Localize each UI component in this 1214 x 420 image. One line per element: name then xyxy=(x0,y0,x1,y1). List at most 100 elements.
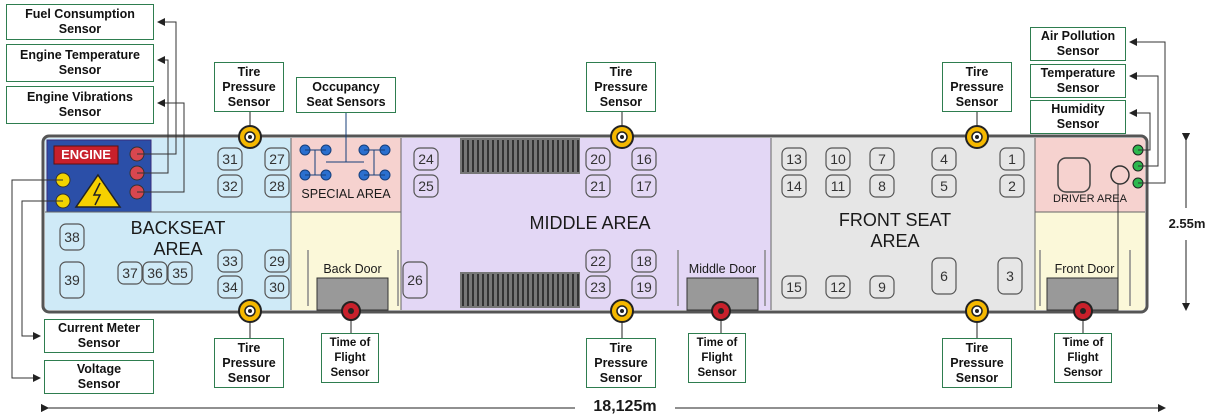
seat-8: 8 xyxy=(869,174,895,198)
engine-temperature-sensor-box: Engine Temperature Sensor xyxy=(6,44,154,82)
middle-door-label: Middle Door xyxy=(688,262,757,276)
seat-number: 32 xyxy=(222,178,238,194)
seat-2: 2 xyxy=(999,174,1025,198)
seat-7: 7 xyxy=(869,147,895,171)
seat-31: 31 xyxy=(217,147,243,171)
seat-37: 37 xyxy=(117,261,143,285)
front-zone xyxy=(771,138,1035,310)
seat-1: 1 xyxy=(999,147,1025,171)
seat-number: 14 xyxy=(786,178,802,194)
seat-number: 34 xyxy=(222,279,238,295)
seat-38: 38 xyxy=(59,223,85,251)
temperature-sensor-box: Temperature Sensor xyxy=(1030,64,1126,98)
air-pollution-sensor-box: Air Pollution Sensor xyxy=(1030,27,1126,61)
occupancy-seat-sensors-box: Occupancy Seat Sensors xyxy=(296,77,396,113)
seat-20: 20 xyxy=(585,147,611,171)
tire-sensor-icon xyxy=(965,299,989,338)
driver-area-label: DRIVER AREA xyxy=(1053,193,1127,205)
tire-pressure-sensor-box: Tire Pressure Sensor xyxy=(586,62,656,112)
seat-number: 36 xyxy=(147,265,163,281)
seat-9: 9 xyxy=(869,275,895,299)
seat-number: 2 xyxy=(1008,178,1016,194)
seat-3: 3 xyxy=(997,257,1023,295)
seat-25: 25 xyxy=(413,174,439,198)
tire-sensor-icon xyxy=(238,112,262,149)
tire-pressure-sensor-box: Tire Pressure Sensor xyxy=(214,338,284,388)
tire-pressure-sensor-box: Tire Pressure Sensor xyxy=(586,338,656,388)
voltage-sensor-box: Voltage Sensor xyxy=(44,360,154,394)
seat-number: 29 xyxy=(269,253,285,269)
seat-number: 7 xyxy=(878,151,886,167)
seat-4: 4 xyxy=(931,147,957,171)
seat-number: 24 xyxy=(418,151,434,167)
seat-19: 19 xyxy=(631,275,657,299)
seat-16: 16 xyxy=(631,147,657,171)
tof-sensor-icon xyxy=(711,301,731,333)
seat-number: 17 xyxy=(636,178,652,194)
seat-29: 29 xyxy=(264,249,290,273)
seat-number: 26 xyxy=(407,272,423,288)
seat-36: 36 xyxy=(142,261,168,285)
tire-pressure-sensor-box: Tire Pressure Sensor xyxy=(942,62,1012,112)
seat-30: 30 xyxy=(264,275,290,299)
front-seat-area-label: FRONT SEAT AREA xyxy=(838,210,952,251)
fuel-consumption-sensor-box: Fuel Consumption Sensor xyxy=(6,4,154,40)
engine-vibrations-sensor-box: Engine Vibrations Sensor xyxy=(6,86,154,124)
humidity-sensor-box: Humidity Sensor xyxy=(1030,100,1126,134)
seat-number: 12 xyxy=(830,279,846,295)
seat-14: 14 xyxy=(781,174,807,198)
current-meter-sensor-box: Current Meter Sensor xyxy=(44,319,154,353)
seat-number: 38 xyxy=(64,229,80,245)
articulation-joint-bottom xyxy=(460,272,580,308)
seat-34: 34 xyxy=(217,275,243,299)
back-door-label: Back Door xyxy=(323,262,382,276)
seat-number: 19 xyxy=(636,279,652,295)
seat-number: 5 xyxy=(940,178,948,194)
seat-number: 16 xyxy=(636,151,652,167)
front-door-label: Front Door xyxy=(1054,262,1115,276)
seat-number: 3 xyxy=(1006,268,1014,284)
seat-12: 12 xyxy=(825,275,851,299)
tire-sensor-icon xyxy=(610,112,634,149)
seat-number: 8 xyxy=(878,178,886,194)
seat-number: 13 xyxy=(786,151,802,167)
engine-label: ENGINE xyxy=(61,147,111,162)
seat-21: 21 xyxy=(585,174,611,198)
seat-number: 31 xyxy=(222,151,238,167)
seat-number: 6 xyxy=(940,268,948,284)
tire-sensor-icon xyxy=(610,299,634,338)
seat-number: 30 xyxy=(269,279,285,295)
seat-number: 27 xyxy=(269,151,285,167)
steering-wheel-icon xyxy=(1110,165,1130,185)
seat-18: 18 xyxy=(631,249,657,273)
seat-number: 25 xyxy=(418,178,434,194)
seat-number: 18 xyxy=(636,253,652,269)
seat-number: 10 xyxy=(830,151,846,167)
high-voltage-icon xyxy=(74,173,122,208)
seat-5: 5 xyxy=(931,174,957,198)
seat-13: 13 xyxy=(781,147,807,171)
seat-15: 15 xyxy=(781,275,807,299)
tire-pressure-sensor-box: Tire Pressure Sensor xyxy=(942,338,1012,388)
time-of-flight-sensor-box: Time of Flight Sensor xyxy=(1054,333,1112,383)
middle-area-label: MIDDLE AREA xyxy=(529,213,651,233)
special-area-label: SPECIAL AREA xyxy=(301,187,391,201)
seat-number: 39 xyxy=(64,272,80,288)
tof-sensor-icon xyxy=(1073,301,1093,333)
seat-28: 28 xyxy=(264,174,290,198)
seat-number: 9 xyxy=(878,279,886,295)
time-of-flight-sensor-box: Time of Flight Sensor xyxy=(321,333,379,383)
length-dimension-label: 18,125m xyxy=(593,398,657,415)
seat-number: 28 xyxy=(269,178,285,194)
seat-number: 4 xyxy=(940,151,948,167)
time-of-flight-sensor-box: Time of Flight Sensor xyxy=(688,333,746,383)
seat-number: 15 xyxy=(786,279,802,295)
backseat-area-label: BACKSEAT AREA xyxy=(130,218,226,259)
seat-number: 11 xyxy=(831,178,846,194)
seat-11: 11 xyxy=(825,174,851,198)
seat-number: 35 xyxy=(172,265,188,281)
seat-10: 10 xyxy=(825,147,851,171)
width-dimension-label: 2.55m xyxy=(1168,216,1206,231)
engine-label-bg xyxy=(53,145,119,165)
